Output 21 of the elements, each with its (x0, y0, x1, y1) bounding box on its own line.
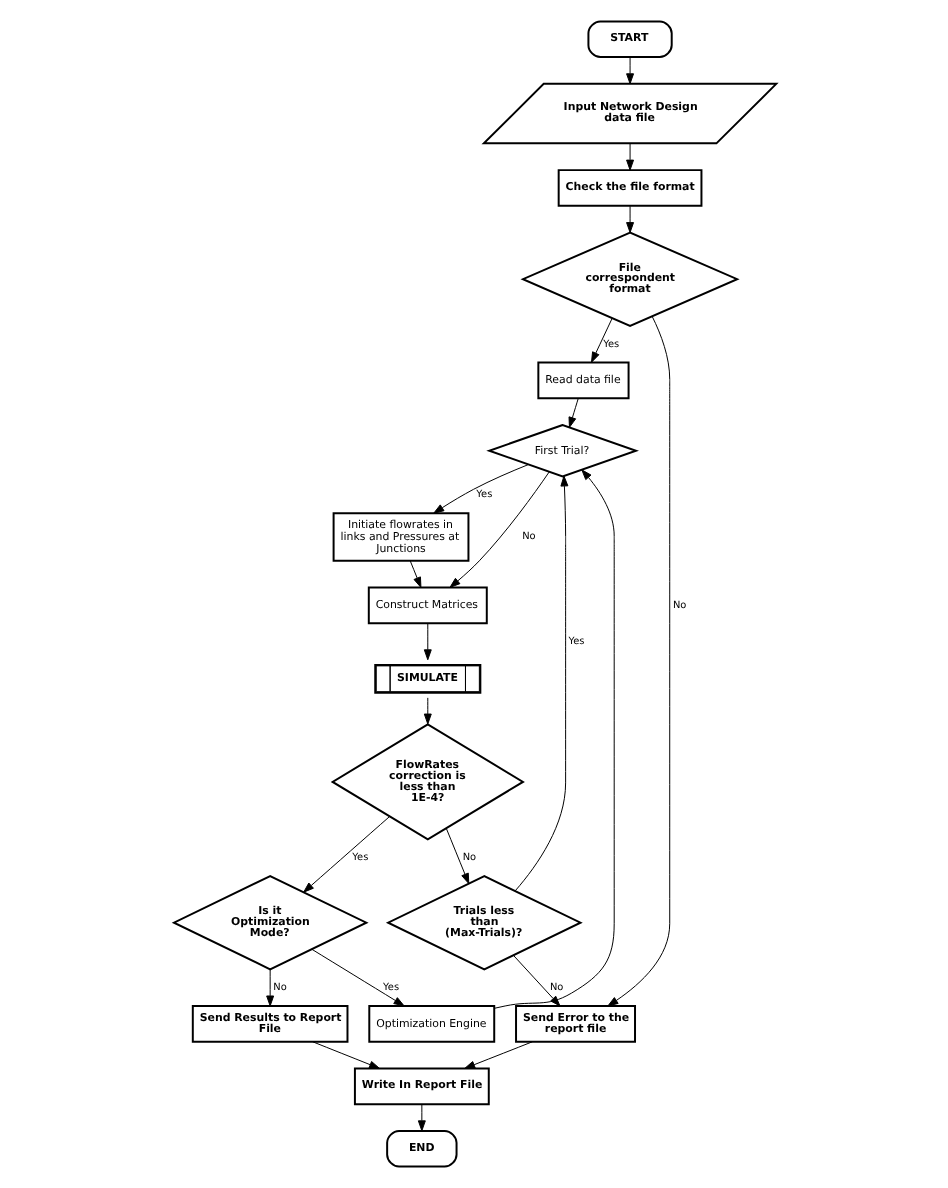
arrow (606, 316, 670, 1007)
arrow (590, 317, 612, 363)
arrow (625, 56, 634, 85)
arrow (422, 697, 431, 725)
arrow (422, 622, 431, 661)
arrow (265, 969, 274, 1007)
arrow (448, 471, 549, 588)
arrow (432, 464, 528, 514)
arrow (625, 143, 634, 171)
arrow (511, 954, 560, 1007)
arrow (444, 827, 469, 885)
arrow (493, 469, 614, 1009)
arrow (463, 1041, 532, 1069)
arrow (310, 948, 404, 1007)
arrow (513, 475, 568, 892)
arrow (567, 397, 578, 428)
arrow (408, 560, 421, 588)
arrow (302, 816, 390, 893)
arrow (311, 1041, 379, 1069)
arrow (416, 1103, 425, 1132)
arrow (625, 205, 634, 233)
